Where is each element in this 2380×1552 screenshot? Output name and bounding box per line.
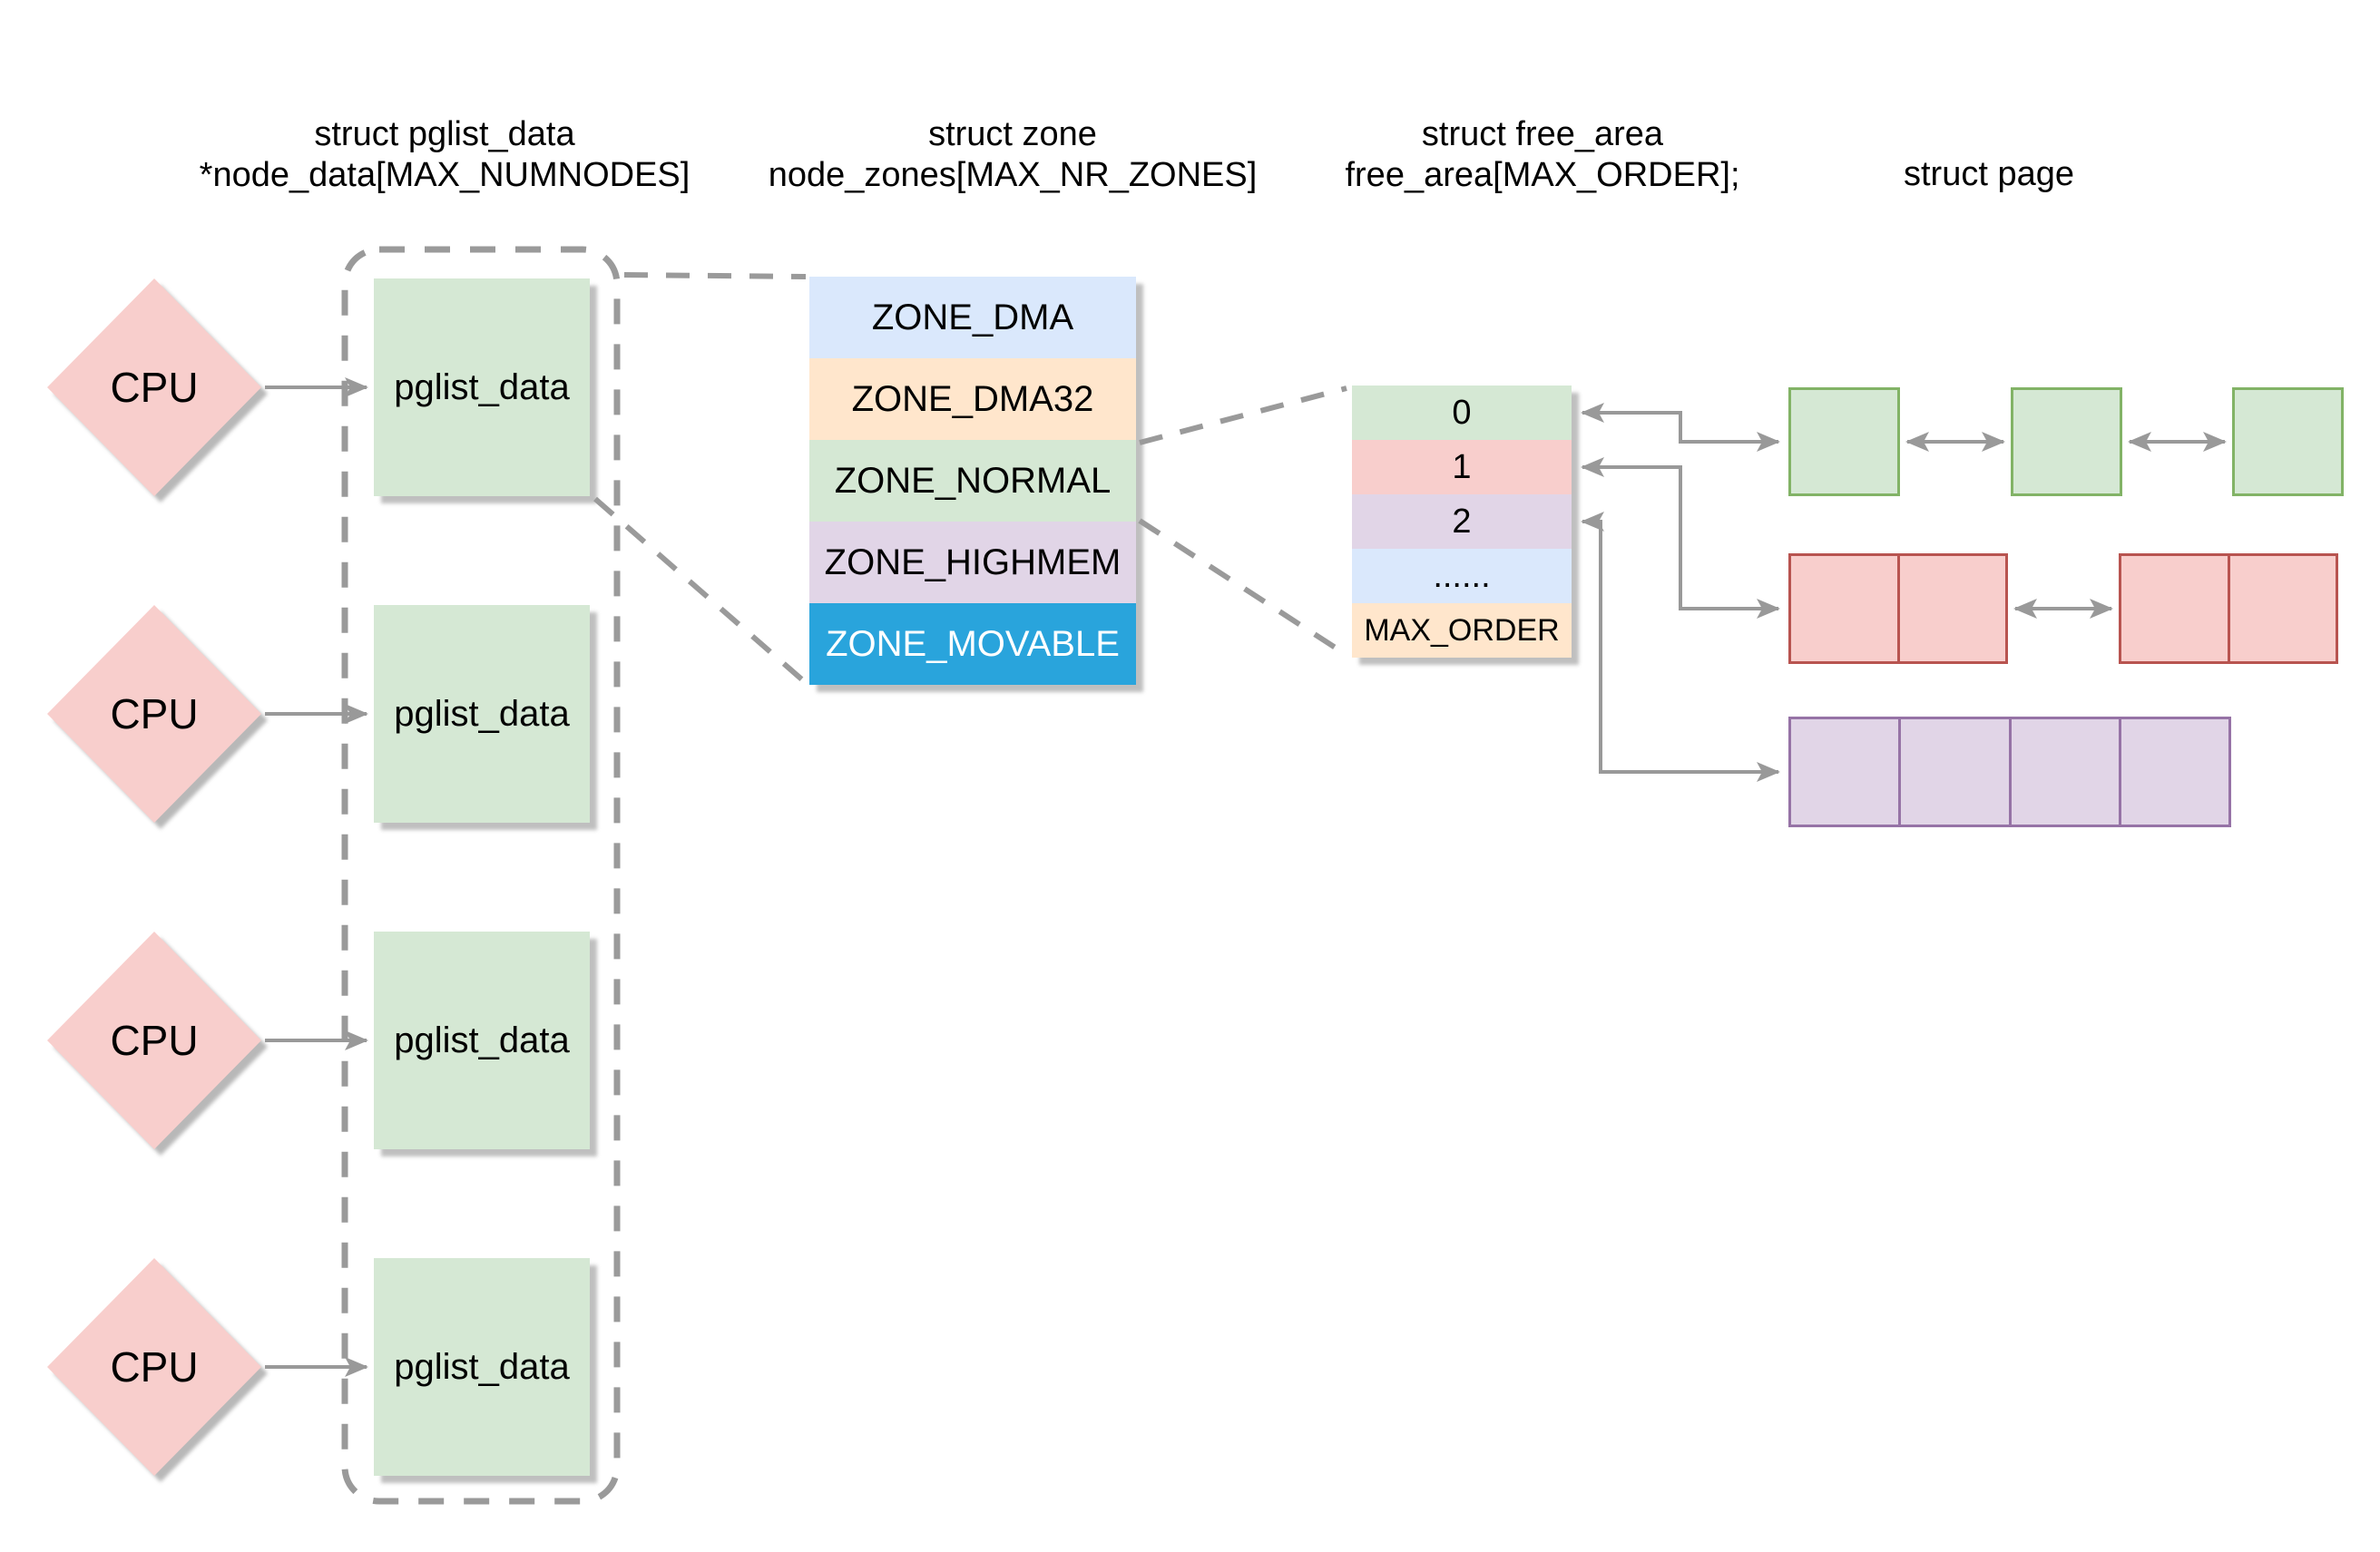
page-block-order0-2 <box>2232 387 2344 496</box>
zone-row-dma: ZONE_DMA <box>809 277 1136 358</box>
zone-row-dma32: ZONE_DMA32 <box>809 358 1136 440</box>
zone-to-freearea-dashed-top <box>1139 386 1347 445</box>
header-zone: struct zone node_zones[MAX_NR_ZONES] <box>668 114 1357 196</box>
pglist-data-node-1: pglist_data <box>374 605 590 823</box>
header-pglist-line1: struct pglist_data <box>314 115 575 153</box>
page-cell <box>2227 556 2336 661</box>
freearea-order1-list-connector <box>1581 457 1780 619</box>
pglist-data-label: pglist_data <box>394 366 570 407</box>
pglist-data-label: pglist_data <box>394 1346 570 1387</box>
pglist-to-zone-dashed-top <box>623 272 807 279</box>
cpu-node-2: CPU <box>47 932 261 1149</box>
pglist-data-node-2: pglist_data <box>374 932 590 1149</box>
header-struct-page: struct page <box>1644 154 2334 195</box>
header-free-area: struct free_area free_area[MAX_ORDER]; <box>1198 114 1887 196</box>
page-cell <box>1898 719 2009 825</box>
cpu-node-0: CPU <box>47 278 261 496</box>
header-pglist-line2: *node_data[MAX_NUMNODES] <box>199 156 690 194</box>
pglist-data-label: pglist_data <box>394 1020 570 1060</box>
page-cell <box>2008 719 2119 825</box>
page-block-order1-1 <box>2119 553 2338 664</box>
pglist-data-node-3: pglist_data <box>374 1258 590 1476</box>
zone-table: ZONE_DMA ZONE_DMA32 ZONE_NORMAL ZONE_HIG… <box>809 277 1136 685</box>
cpu-label: CPU <box>110 1017 199 1064</box>
zone-to-freearea-dashed-bottom <box>1138 518 1348 658</box>
freearea-order2-list-connector <box>1581 512 1780 782</box>
page-cell <box>1791 556 1897 661</box>
cpu-label: CPU <box>110 1343 199 1391</box>
header-zone-line1: struct zone <box>928 115 1097 153</box>
page-cell <box>2118 719 2228 825</box>
pglist-to-zone-dashed-bottom <box>593 496 806 684</box>
cpu-label: CPU <box>110 690 199 737</box>
page-cell <box>2013 390 2120 493</box>
page-cell <box>1791 390 1897 493</box>
zone-row-normal: ZONE_NORMAL <box>809 440 1136 522</box>
header-struct-page-line1: struct page <box>1904 155 2074 193</box>
header-pglist-data: struct pglist_data *node_data[MAX_NUMNOD… <box>100 114 789 196</box>
page-cell <box>1791 719 1899 825</box>
pglist-data-node-0: pglist_data <box>374 278 590 496</box>
free-area-row-0: 0 <box>1352 386 1572 440</box>
header-zone-line2: node_zones[MAX_NR_ZONES] <box>768 156 1258 194</box>
header-free-area-line1: struct free_area <box>1421 115 1664 153</box>
free-area-row-2: 2 <box>1352 494 1572 549</box>
free-area-row-ellipsis: ...... <box>1352 549 1572 603</box>
page-block-order0-0 <box>1788 387 1900 496</box>
free-area-row-1: 1 <box>1352 440 1572 494</box>
freearea-order0-list-connector <box>1581 403 1780 452</box>
page-cell <box>2235 390 2341 493</box>
free-area-table: 0 1 2 ...... MAX_ORDER <box>1352 386 1572 658</box>
cpu-label: CPU <box>110 364 199 411</box>
pglist-data-label: pglist_data <box>394 693 570 734</box>
page-block-order0-1 <box>2011 387 2122 496</box>
page-cell <box>2121 556 2228 661</box>
zone-row-movable: ZONE_MOVABLE <box>809 603 1136 685</box>
cpu-node-1: CPU <box>47 605 261 823</box>
header-free-area-line2: free_area[MAX_ORDER]; <box>1345 156 1740 194</box>
free-area-row-max-order: MAX_ORDER <box>1352 603 1572 658</box>
cpu-node-3: CPU <box>47 1258 261 1476</box>
zone-row-highmem: ZONE_HIGHMEM <box>809 522 1136 603</box>
page-block-order2-0 <box>1788 717 2231 827</box>
page-cell <box>1896 556 2005 661</box>
page-block-order1-0 <box>1788 553 2008 664</box>
